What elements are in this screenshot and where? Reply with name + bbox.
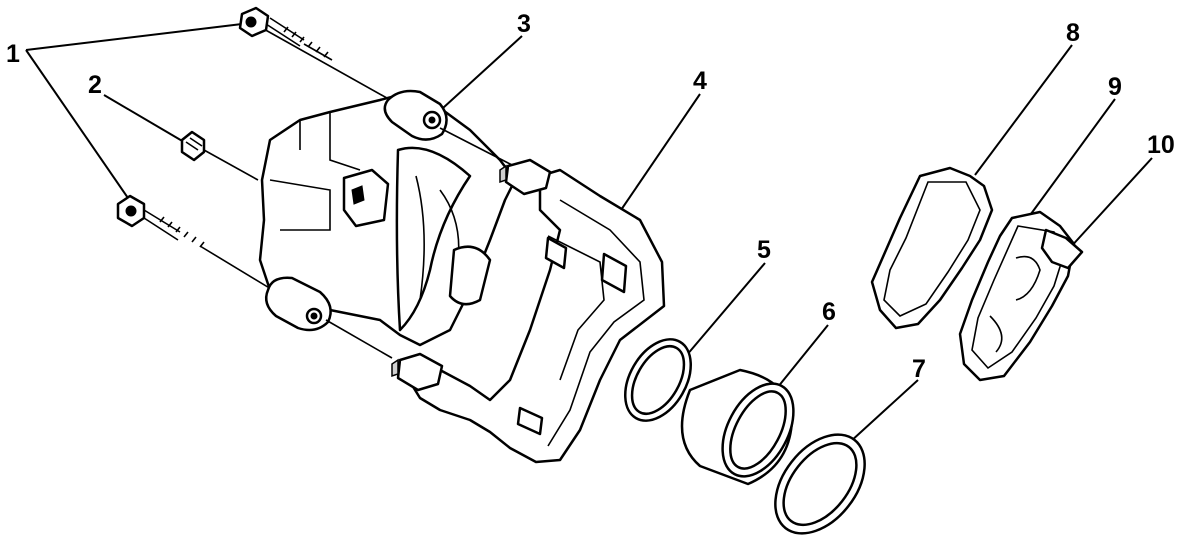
callout-label-3: 3 xyxy=(517,10,531,38)
leader-4 xyxy=(620,93,701,211)
caliper-bracket-icon xyxy=(391,158,666,464)
bolt-icon xyxy=(238,6,395,103)
callout-label-8: 8 xyxy=(1066,19,1080,47)
callout-label-6: 6 xyxy=(822,298,836,326)
callout-label-2: 2 xyxy=(88,71,102,99)
bolt-icon xyxy=(116,194,277,293)
brake-pad-icon xyxy=(870,166,994,330)
leader-lines xyxy=(25,23,1153,443)
dust-boot-icon xyxy=(774,433,866,535)
pad-clip-icon xyxy=(1040,228,1084,270)
caliper-housing-icon xyxy=(258,89,517,359)
callout-label-4: 4 xyxy=(693,67,707,95)
leader-8 xyxy=(974,44,1073,176)
leader-7 xyxy=(849,379,919,443)
piston-seal-icon xyxy=(624,338,692,422)
leader-10 xyxy=(1067,157,1153,251)
bleeder-valve-icon xyxy=(180,130,259,181)
leader-1b xyxy=(25,49,129,199)
leader-9 xyxy=(1027,98,1116,219)
callout-label-9: 9 xyxy=(1108,73,1122,101)
callout-label-10: 10 xyxy=(1147,131,1175,159)
callout-label-1: 1 xyxy=(6,40,20,68)
leader-5 xyxy=(685,262,766,357)
piston-icon xyxy=(680,368,795,486)
callout-label-7: 7 xyxy=(912,355,926,383)
leader-3 xyxy=(431,35,523,119)
leader-2 xyxy=(103,94,185,143)
leader-1a xyxy=(25,23,243,51)
callout-label-5: 5 xyxy=(757,236,771,264)
